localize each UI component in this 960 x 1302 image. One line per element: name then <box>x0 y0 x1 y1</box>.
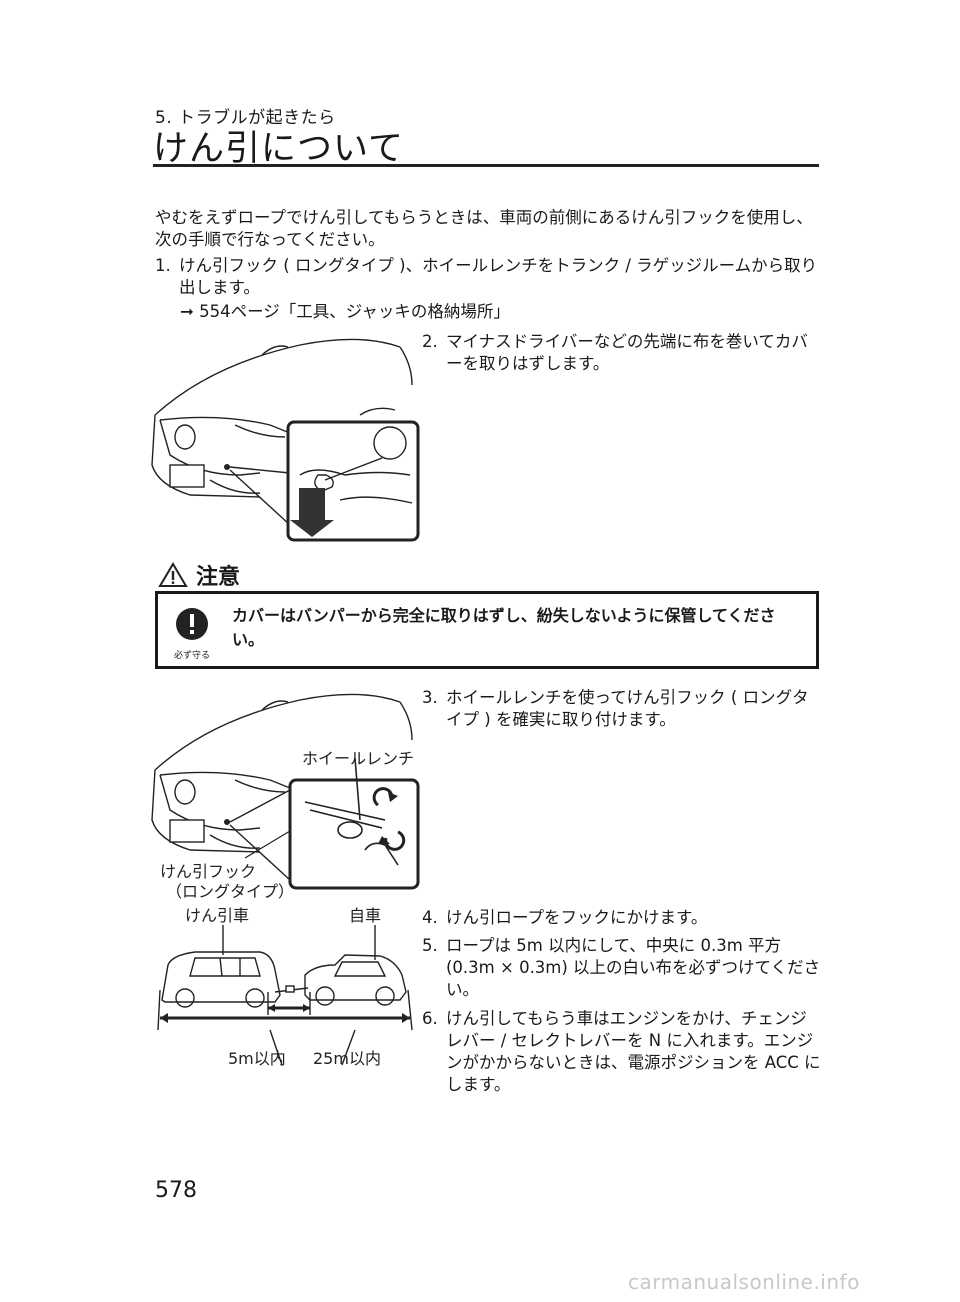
watermark: carmanualsonline.info <box>628 1270 860 1294</box>
step-4: 4. けん引ロープをフックにかけます。 <box>422 907 822 929</box>
step-number: 2. <box>422 332 438 351</box>
caution-title: 注意 <box>196 565 241 590</box>
own-car-label: 自車 <box>349 906 382 925</box>
caution-heading: 注意 <box>158 559 240 591</box>
step-number: 3. <box>422 688 438 707</box>
page-number: 578 <box>155 1178 197 1203</box>
must-follow-icon: 必ず守る <box>172 606 212 661</box>
warning-triangle-icon <box>158 562 188 587</box>
cover-removal-illustration <box>151 338 420 542</box>
step-text: けん引ロープをフックにかけます。 <box>446 908 708 927</box>
towing-illustration <box>157 925 413 1066</box>
caution-box <box>155 591 819 669</box>
intro-paragraph: やむをえずロープでけん引してもらうときは、車両の前側にあるけん引フックを使用し、… <box>155 208 813 249</box>
title-rule <box>153 164 819 167</box>
page-title: けん引について <box>153 129 404 169</box>
step-1: 1. けん引フック ( ロングタイプ )、ホイールレンチをトランク / ラゲッジ… <box>155 255 820 299</box>
step-text: けん引してもらう車はエンジンをかけ、チェンジレバー / セレクトレバーを N に… <box>446 1009 821 1094</box>
hook-install-illustration <box>151 693 420 890</box>
tow-hook-label: けん引フック <box>160 862 257 881</box>
step-3: 3. ホイールレンチを使ってけん引フック ( ロングタイプ ) を確実に取り付け… <box>422 687 822 731</box>
step-text: ロープは 5m 以内にして、中央に 0.3m 平方 (0.3m × 0.3m) … <box>446 936 821 999</box>
step-5: 5. ロープは 5m 以内にして、中央に 0.3m 平方 (0.3m × 0.3… <box>422 935 822 1001</box>
step-text: ホイールレンチを使ってけん引フック ( ロングタイプ ) を確実に取り付けます。 <box>446 688 809 729</box>
step-2: 2. マイナスドライバーなどの先端に布を巻いてカバーを取りはずします。 <box>422 331 822 375</box>
must-follow-label: 必ず守る <box>173 651 210 661</box>
tow-car-label: けん引車 <box>185 906 250 925</box>
step-number: 6. <box>422 1009 438 1028</box>
rope-length-label: 5m以内 <box>228 1049 286 1068</box>
caution-text: カバーはバンパーから完全に取りはずし、紛失しないように保管してください。 <box>232 606 776 649</box>
section-label: 5. トラブルが起きたら <box>155 108 336 128</box>
step-text: マイナスドライバーなどの先端に布を巻いてカバーを取りはずします。 <box>446 332 808 373</box>
step-number: 4. <box>422 908 438 927</box>
step-6: 6. けん引してもらう車はエンジンをかけ、チェンジレバー / セレクトレバーを … <box>422 1008 822 1096</box>
step-number: 5. <box>422 936 438 955</box>
step-text: けん引フック ( ロングタイプ )、ホイールレンチをトランク / ラゲッジルーム… <box>179 256 818 297</box>
wheel-wrench-label: ホイールレンチ <box>302 749 415 768</box>
total-length-label: 25m以内 <box>313 1049 381 1068</box>
step-number: 1. <box>155 256 171 275</box>
tow-hook-type-label: （ロングタイプ） <box>166 882 295 901</box>
page-reference-link[interactable]: ➞ 554ページ「工具、ジャッキの格納場所」 <box>180 302 510 321</box>
